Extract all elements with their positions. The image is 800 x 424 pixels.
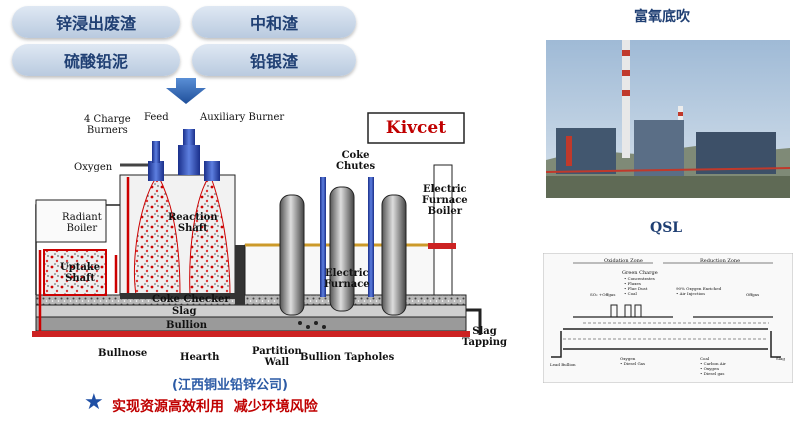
qsl-offgas: Offgas bbox=[746, 292, 760, 297]
down-arrow-icon bbox=[166, 78, 206, 104]
label-slag: Slag bbox=[172, 306, 197, 317]
pill-neutralization-residue: 中和渣 bbox=[192, 6, 356, 38]
qsl-slag: Slag bbox=[776, 356, 785, 361]
qsl-reduction-zone: Reduction Zone bbox=[700, 258, 741, 264]
company-label: (江西铜业铅锌公司) bbox=[172, 378, 288, 393]
label-radiant-boiler: Radiant Boiler bbox=[62, 212, 102, 234]
qsl-oxidation-zone: Oxidation Zone bbox=[604, 258, 643, 264]
label-uptake-shaft: Uptake Shaft bbox=[60, 262, 101, 284]
label-reaction-shaft: Reaction Shaft bbox=[168, 212, 218, 234]
label-coke-checker: Coke Checker bbox=[152, 294, 230, 305]
label-hearth: Hearth bbox=[180, 352, 220, 363]
title-qsl: QSL bbox=[650, 220, 683, 236]
pill-zinc-leach-residue: 锌浸出废渣 bbox=[12, 6, 180, 38]
qsl-coal: Coal • Carbon Air • Oxygen • Diesel gas bbox=[700, 356, 726, 376]
label-partition-wall: Partition Wall bbox=[252, 346, 302, 368]
label-bullion-tapholes: Bullion Tapholes bbox=[300, 352, 395, 363]
label-feed: Feed bbox=[144, 112, 169, 123]
qsl-charge-items: • Concentrates • Fluxes • Flue Dust • Co… bbox=[624, 276, 655, 296]
title-oxygen-bottom-blowing: 富氧底吹 bbox=[634, 9, 690, 25]
label-auxiliary-burner: Auxiliary Burner bbox=[200, 112, 285, 123]
pill-lead-sulfate-sludge: 硫酸铅泥 bbox=[12, 44, 180, 76]
qsl-so2-offgas: SO₂ +Offgas bbox=[590, 292, 616, 297]
qsl-lead-bullion: Lead Bullion bbox=[550, 362, 576, 367]
star-icon: ★ bbox=[84, 390, 104, 415]
plant-photo bbox=[546, 40, 790, 198]
label-electric-furnace: Electric Furnace bbox=[324, 268, 370, 290]
label-bullnose: Bullnose bbox=[98, 348, 148, 359]
bottom-note: 实现资源高效利用 减少环境风险 bbox=[112, 399, 318, 415]
label-slag-tapping: Slag Tapping bbox=[462, 326, 508, 348]
qsl-oxygen: Oxygen • Diesel Gas bbox=[620, 356, 646, 366]
label-bullion: Bullion bbox=[166, 320, 208, 331]
kivcet-diagram bbox=[32, 112, 482, 337]
qsl-enriched-air: 90% Oxygen Enriched • Air Injection bbox=[676, 286, 722, 296]
qsl-diagram bbox=[543, 253, 793, 383]
qsl-green-charge: Green Charge bbox=[622, 270, 658, 276]
label-charge-burners: 4 Charge Burners bbox=[84, 114, 131, 136]
kivcet-title: Kivcet bbox=[385, 118, 447, 138]
label-oxygen: Oxygen bbox=[74, 162, 113, 173]
label-coke-chutes: Coke Chutes bbox=[336, 150, 376, 172]
pill-lead-silver-residue: 铅银渣 bbox=[192, 44, 356, 76]
label-electric-furnace-boiler: Electric Furnace Boiler bbox=[422, 184, 468, 217]
